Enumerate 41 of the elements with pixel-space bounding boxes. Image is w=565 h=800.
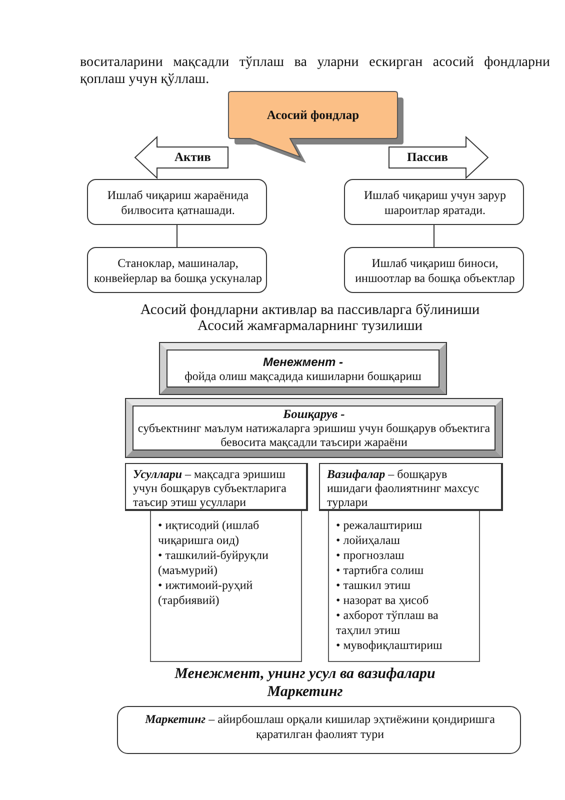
box-text: Ишлаб чиқариш биноси, иншоотлар ва бошқа объектлар [354, 256, 516, 286]
rounded-box [344, 179, 524, 225]
rounded-box [87, 179, 267, 225]
rounded-box [344, 247, 524, 293]
list-item: • прогнозлаш [336, 548, 404, 563]
list-item: • иқтисодий (ишлаб чиқаришга оид) [158, 518, 260, 548]
callout-label: Асосий фондлар [266, 108, 360, 122]
beveled-frame [159, 342, 447, 395]
box-text: Станоклар, машиналар, конвейерлар ва бошқа ускуналар [93, 256, 263, 286]
list-item: • тартибга солиш [336, 563, 424, 578]
list-box [328, 510, 480, 662]
box-heading: Менежмент - [262, 354, 344, 368]
beveled-frame [125, 398, 503, 458]
list-item: • лойиҳалаш [336, 533, 400, 548]
list-item: • ташкил этиш [336, 578, 410, 593]
list-item: • режалаштириш [336, 518, 422, 533]
rounded-box [117, 706, 521, 754]
list-box [150, 510, 302, 662]
heading-box [319, 463, 503, 511]
box-text: субъектнинг маълум натижаларга эришиш учун бошқарув объектига бевосита мақсадли таъсири жараёни [136, 421, 492, 449]
callout-shape [228, 91, 405, 164]
figure-caption: Менежмент, унинг усул ва вазифалари [174, 666, 436, 683]
box-heading: Бошқарув - [283, 407, 345, 421]
box-text: Маркетинг – айирбошлаш орқали кишилар эҳтиёжини қондиришга қаратилган фаолият тури [144, 712, 496, 742]
box-text: Вазифалар – бошқарув ишидаги фаолиятнинг махсус турлари [327, 467, 480, 509]
box-text: Ишлаб чиқариш жараёнида билвосита қатнашади. [106, 188, 250, 218]
body-paragraph: воситаларини мақсадли тўплаш ва уларни ескирган асосий фондларни қоплаш учун қўллаш. [80, 54, 550, 88]
list-item: • мувофиқлаштириш [336, 638, 442, 653]
rounded-box [87, 247, 267, 293]
list-item: • ташкилий-буйруқли (маъмурий) [158, 548, 270, 578]
section-heading: Маркетинг [267, 684, 343, 701]
heading-box [125, 463, 308, 511]
list-item: • ижтимоий-руҳий (тарбиявий) [158, 578, 254, 608]
connector-line [176, 224, 178, 248]
figure-caption: Асосий фондларни активлар ва пассивларга бўлиниши [140, 302, 480, 318]
box-text: Ишлаб чиқариш учун зарур шароитлар яратади. [363, 188, 507, 218]
list-item: • назорат ва ҳисоб [336, 593, 429, 608]
list-item: • ахборот тўплаш ва таҳлил этиш [336, 608, 440, 638]
box-text: фойда олиш мақсадида кишиларни бошқариш [184, 368, 422, 382]
section-heading: Асосий жамғармаларнинг тузилиши [198, 318, 422, 334]
box-text: Усуллари – мақсадга эришиш учун бошқарув субъектларига таъсир этиш усуллари [133, 467, 288, 509]
